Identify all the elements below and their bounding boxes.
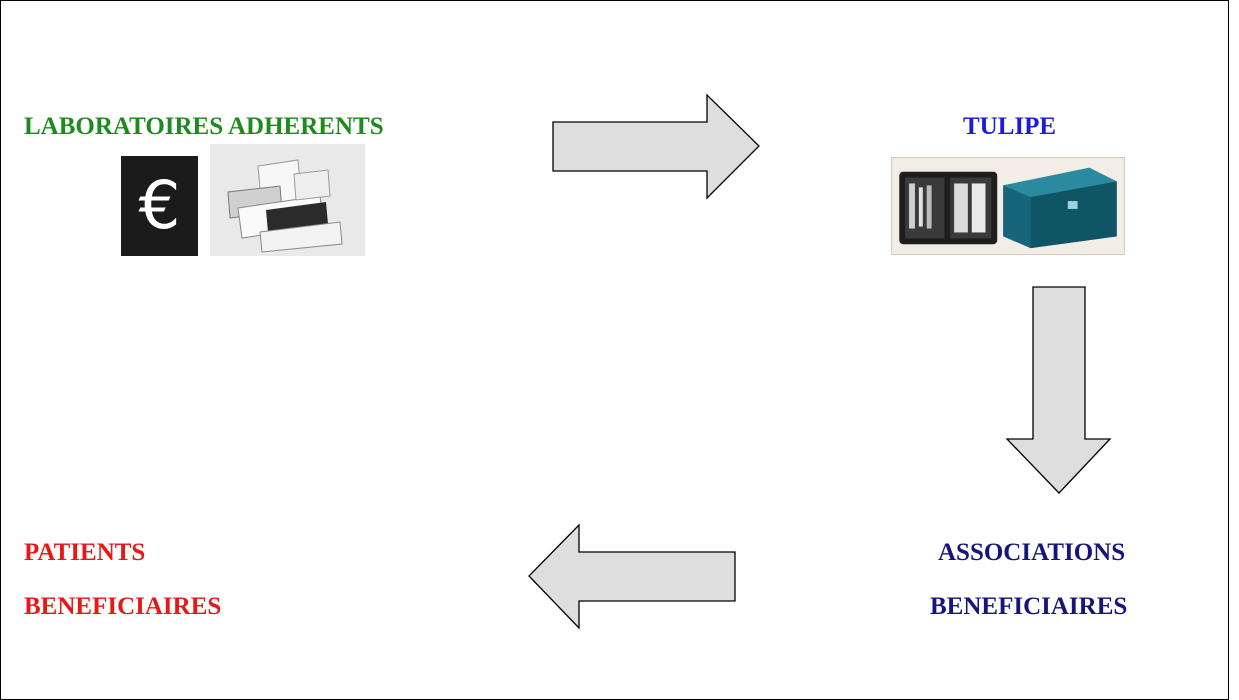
node-associations-line1: ASSOCIATIONS — [938, 539, 1126, 566]
arrow-tulipe-to-associations — [1005, 286, 1112, 494]
node-associations-line2: BENEFICIAIRES — [930, 593, 1128, 620]
arrow-associations-to-patients — [528, 523, 736, 630]
node-tulipe-label: TULIPE — [963, 113, 1057, 140]
euro-icon: € — [121, 156, 198, 256]
node-patients-line1: PATIENTS — [24, 539, 146, 566]
medical-kits-image — [891, 157, 1125, 255]
node-patients-line2: BENEFICIAIRES — [24, 593, 222, 620]
node-laboratoires-label: LABORATOIRES ADHERENTS — [24, 113, 384, 140]
medicine-boxes-image — [210, 144, 365, 256]
arrow-lab-to-tulipe — [552, 93, 760, 200]
